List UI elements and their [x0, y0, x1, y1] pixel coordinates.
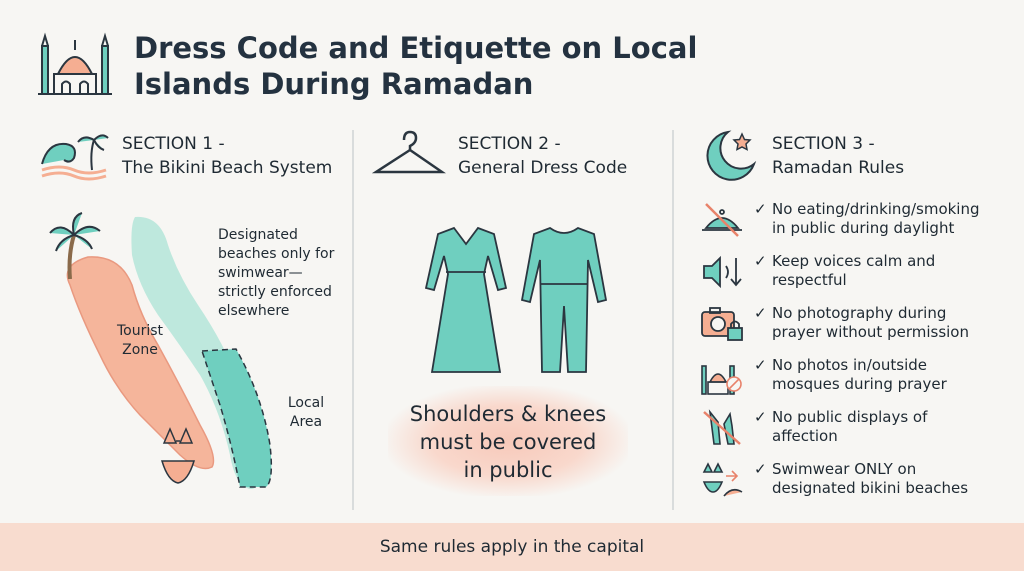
- tourist-zone-line: Tourist: [116, 323, 164, 339]
- section-2-title: General Dress Code: [458, 158, 628, 178]
- rule-line: mosques during prayer: [772, 375, 947, 393]
- check-icon: ✓: [754, 200, 767, 218]
- beach-map: [49, 212, 273, 489]
- tourist-zone: [66, 256, 215, 470]
- rule-text: No public displays of affection: [772, 408, 1002, 446]
- callout-text: Shoulders & knees must be covered in pub…: [388, 400, 628, 484]
- callout-line: in public: [463, 458, 553, 482]
- rule-text: No eating/drinking/smoking in public dur…: [772, 200, 1002, 238]
- rule-item: ✓ No photography during prayer without p…: [700, 304, 1000, 350]
- check-icon: ✓: [754, 252, 767, 270]
- hanger-icon: [372, 130, 446, 174]
- rule-line: designated bikini beaches: [772, 479, 969, 497]
- footer-text: Same rules apply in the capital: [379, 537, 645, 557]
- volume-down-icon: [703, 255, 742, 289]
- rule-text: Swimwear ONLY on designated bikini beach…: [772, 460, 1002, 498]
- local-area-zone: [200, 348, 273, 488]
- section-3-title: Ramadan Rules: [772, 158, 905, 178]
- rule-item: ✓ No photos in/outside mosques during pr…: [700, 356, 1000, 402]
- mosque-icon: [38, 32, 112, 95]
- garments-illustration: [424, 226, 608, 373]
- rule-line: prayer without permission: [772, 323, 969, 341]
- tourist-zone-line: Zone: [122, 342, 158, 358]
- dress-icon: [424, 226, 508, 373]
- swimwear-beach-icon: [702, 462, 743, 497]
- rule-item: ✓ No eating/drinking/smoking in public d…: [700, 200, 1000, 246]
- rule-line: respectful: [772, 271, 847, 289]
- section-1-number: SECTION 1 -: [122, 134, 225, 154]
- page-title: Dress Code and Etiquette on Local Island…: [134, 30, 697, 102]
- mosque-no-photo-icon: [701, 365, 742, 395]
- rule-item: ✓ No public displays of affection: [700, 408, 1000, 454]
- crescent-star-icon: [706, 130, 757, 181]
- rule-text: No photography during prayer without per…: [772, 304, 1002, 342]
- map-note-line: swimwear—: [218, 265, 303, 281]
- footer-banner: Same rules apply in the capital: [0, 523, 1024, 571]
- check-icon: ✓: [754, 304, 767, 322]
- designated-beaches-note: Designated beaches only for swimwear— st…: [218, 226, 358, 321]
- palm-tree-icon: [49, 212, 101, 280]
- rule-item: ✓ Swimwear ONLY on designated bikini bea…: [700, 460, 1000, 506]
- section-2-number: SECTION 2 -: [458, 134, 561, 154]
- no-affection-icon: [703, 409, 741, 445]
- section-2-header: SECTION 2 - General Dress Code: [372, 130, 662, 190]
- rule-text: No photos in/outside mosques during pray…: [772, 356, 1002, 394]
- section-1-header: SECTION 1 - The Bikini Beach System: [40, 130, 350, 190]
- rule-line: affection: [772, 427, 838, 445]
- tourist-zone-label: Tourist Zone: [100, 322, 180, 360]
- check-icon: ✓: [754, 356, 767, 374]
- local-area-line: Local: [287, 395, 325, 411]
- map-note-line: Designated: [218, 227, 298, 243]
- title-block: Dress Code and Etiquette on Local Island…: [38, 26, 738, 106]
- check-icon: ✓: [754, 460, 767, 478]
- check-icon: ✓: [754, 408, 767, 426]
- section-divider: [672, 130, 674, 510]
- wave-palm-icon: [41, 134, 109, 181]
- camera-lock-icon: [701, 307, 743, 341]
- rule-line: No eating/drinking/smoking: [772, 200, 980, 218]
- rule-line: No photos in/outside: [772, 356, 928, 374]
- rule-line: No photography during: [772, 304, 947, 322]
- section-1-title: The Bikini Beach System: [122, 158, 333, 178]
- dress-code-callout: Shoulders & knees must be covered in pub…: [388, 386, 628, 496]
- rule-line: Keep voices calm and: [772, 252, 936, 270]
- section-3-number: SECTION 3 -: [772, 134, 875, 154]
- title-line-2: Islands During Ramadan: [134, 67, 534, 101]
- no-food-icon: [702, 203, 742, 237]
- map-note-line: elsewhere: [218, 303, 290, 319]
- callout-line: Shoulders & knees: [409, 402, 607, 426]
- local-area-line: Area: [289, 414, 323, 430]
- local-area-label: Local Area: [276, 394, 336, 432]
- section-3-header: SECTION 3 - Ramadan Rules: [704, 130, 1004, 190]
- rule-item: ✓ Keep voices calm and respectful: [700, 252, 1000, 298]
- bikini-icon: [160, 427, 196, 484]
- rule-text: Keep voices calm and respectful: [772, 252, 1002, 290]
- callout-line: must be covered: [419, 430, 597, 454]
- jumpsuit-icon: [520, 226, 608, 373]
- map-note-line: strictly enforced: [218, 284, 332, 300]
- section-divider: [352, 130, 354, 510]
- title-line-1: Dress Code and Etiquette on Local: [134, 31, 698, 65]
- rule-line: No public displays of: [772, 408, 928, 426]
- rule-line: Swimwear ONLY on: [772, 460, 917, 478]
- rule-line: in public during daylight: [772, 219, 955, 237]
- map-note-line: beaches only for: [218, 246, 335, 262]
